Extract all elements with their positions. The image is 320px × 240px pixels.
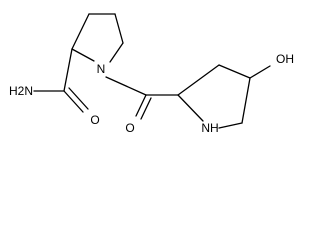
bond: [135, 94, 147, 117]
bond: [249, 65, 271, 79]
bond: [177, 94, 204, 122]
bond: [114, 13, 124, 44]
bond: [218, 64, 251, 79]
bond: [109, 42, 124, 63]
bond: [105, 76, 147, 96]
bond: [71, 48, 95, 62]
bond: [68, 87, 89, 110]
amide-nitrogen-label: H2N: [9, 84, 33, 98]
hydroxypyrrolidine-ring: [177, 64, 271, 129]
pyrrolidine-ring-left: [71, 13, 124, 63]
bond: [63, 48, 73, 92]
hydroxyl-label: OH: [276, 52, 294, 66]
molecule-structure: H2N O N O NH OH: [9, 13, 294, 135]
bond: [63, 90, 84, 113]
carboxamide-group: [33, 48, 89, 113]
bond: [140, 97, 152, 120]
amide-oxygen-label: O: [90, 113, 99, 127]
pyrrolidine-nh-label: NH: [201, 121, 218, 135]
bond: [71, 13, 90, 50]
bond: [241, 77, 251, 124]
amide-linker: [105, 76, 179, 120]
ketone-oxygen-label: O: [125, 121, 134, 135]
ring-nitrogen-label: N: [97, 62, 106, 76]
bond: [218, 122, 243, 129]
bond: [177, 64, 220, 96]
